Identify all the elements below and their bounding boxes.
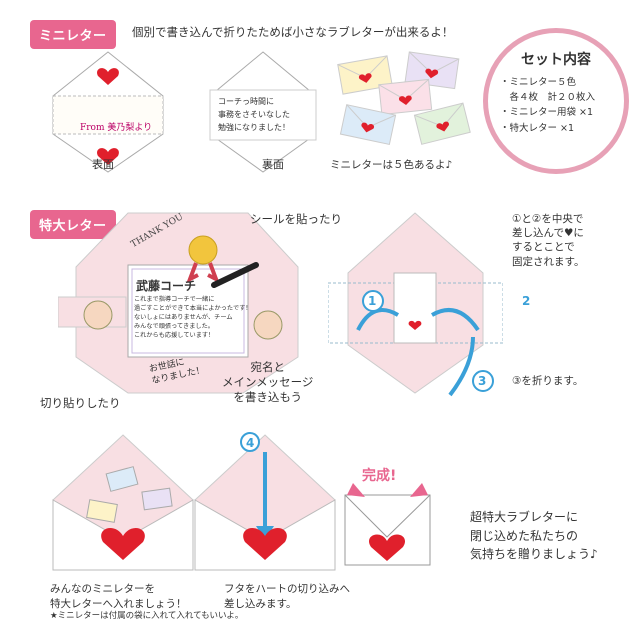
completed-envelope-illustration [344, 483, 431, 566]
colors-caption: ミニレターは５色あるよ♪ [330, 159, 453, 171]
fold-steps-illustration [328, 212, 503, 397]
set-contents-title: セット内容 [521, 52, 591, 68]
mini-letter-description: 個別で書き込んで折りたためば小さなラブレターが出来るよ！ [132, 25, 454, 39]
heart-icon [243, 528, 287, 560]
front-from-text: From 美乃梨より [80, 123, 153, 133]
set-item: ・ミニレター５色 [500, 77, 577, 88]
heart-icon [408, 320, 422, 330]
section-tag-big-letter: 特大レター [30, 210, 116, 239]
fold-note: ①と②を中央で 差し込んで♥に するとことで 固定されます。 [512, 213, 585, 268]
callout-address: 宛名と メインメッセージ を書き込もう [222, 360, 314, 404]
mini-letter-back-illustration [209, 51, 317, 173]
heart-icon [101, 528, 145, 560]
done-label: 完成! [362, 468, 397, 484]
letter-body: これまで指導コーチで一緒に 過ごすことができて本当によかったです！ ないしょには… [134, 296, 252, 339]
heart-icon [368, 534, 406, 561]
step-num-2: 2 [522, 294, 531, 308]
set-contents-badge: セット内容 ・ミニレター５色 各４枚 計２０枚入 ・ミニレター用袋 ×1 ・特大… [483, 28, 629, 174]
callout-cutout: 切り貼りしたり [40, 396, 121, 410]
heart-icon [97, 68, 119, 85]
step-num-3: 3 [478, 374, 487, 388]
arrow-icon [431, 308, 480, 332]
big-letter-open-illustration [58, 212, 299, 394]
caption-close: フタをハートの切り込みへ 差し込みます。 [224, 583, 350, 610]
mini-letter-colors-illustration [337, 51, 471, 146]
step-num-4: 4 [246, 436, 255, 450]
heart-icon [97, 148, 119, 165]
set-contents-list: ・ミニレター５色 各４枚 計２０枚入 ・ミニレター用袋 ×1 ・特大レター ×1 [500, 75, 595, 136]
fold-note-3: ③を折ります。 [512, 375, 584, 387]
close-flap-illustration [194, 432, 336, 571]
insert-letters-illustration [52, 434, 194, 571]
set-item: ・ミニレター用袋 ×1 [500, 107, 594, 119]
set-item: 各４枚 計２０枚入 [500, 92, 596, 104]
set-item: ・特大レター ×1 [500, 122, 575, 134]
final-message: 超特大ラブレターに 閉じ込めた私たちの 気持ちを贈りましょう♪ [470, 510, 598, 562]
section-tag-mini-letter: ミニレター [30, 20, 116, 49]
letter-title: 武藤コーチ [136, 279, 197, 293]
marker-pen [211, 262, 259, 288]
caption-insert: みんなのミニレターを 特大レターへ入れましょう！ ★ミニレターは付属の袋に入れて… [50, 583, 244, 622]
mini-letter-front-illustration [52, 51, 164, 173]
step-num-1: 1 [368, 294, 377, 308]
label-back: 裏面 [262, 158, 284, 171]
seal-sticker [188, 235, 218, 265]
label-front: 表面 [92, 158, 114, 171]
callout-seal: シールを貼ったり [250, 212, 342, 226]
arrow-icon [448, 336, 475, 397]
back-message: コーチっ時間に 事務をさそいなした 勉強になりました！ [218, 97, 290, 132]
